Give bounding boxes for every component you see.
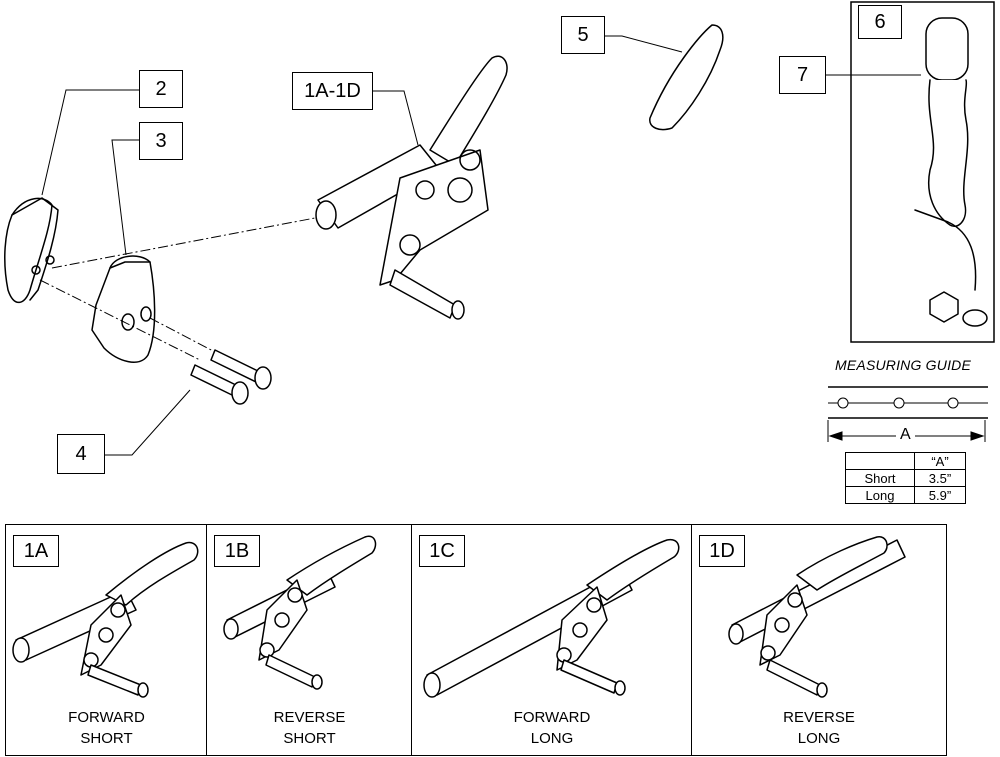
part-5-pad <box>649 24 724 131</box>
variant-id: 1D <box>699 535 745 567</box>
part-6-7-handle <box>914 17 988 327</box>
brake-illustration <box>12 541 199 698</box>
table-row-value: 5.9” <box>914 486 966 504</box>
callout-1a-1d: 1A-1D <box>292 72 373 110</box>
measuring-guide-table: “A” Short 3.5” Long 5.9” <box>845 452 966 504</box>
alignment-line <box>149 317 216 353</box>
variant-id: 1C <box>419 535 465 567</box>
brake-illustration <box>423 538 680 698</box>
dimension-label: A <box>896 426 915 444</box>
brake-illustration <box>223 535 377 690</box>
callout-7: 7 <box>779 56 826 94</box>
table-header-row: “A” <box>845 452 966 470</box>
variant-caption-line1: REVERSE <box>273 709 346 726</box>
variant-caption-line1: FORWARD <box>68 709 145 726</box>
leader-5 <box>605 35 683 53</box>
variant-panel-1a: 1A FORWARD SHORT <box>5 524 208 756</box>
leader-3 <box>111 139 139 256</box>
variant-caption-line2: LONG <box>530 730 574 747</box>
variant-caption-line1: FORWARD <box>513 709 591 726</box>
table-row: Long 5.9” <box>845 486 966 504</box>
table-row-label: Long <box>845 486 915 504</box>
table-row-label: Short <box>845 469 915 487</box>
part-3-clamp-half <box>91 255 156 363</box>
variant-caption: REVERSE LONG <box>692 707 946 749</box>
table-header-cell: “A” <box>914 452 966 470</box>
callout-6: 6 <box>858 5 902 39</box>
variant-panel-1c: 1C FORWARD LONG <box>411 524 693 756</box>
part-1a-1d-brake-assembly <box>315 55 508 320</box>
measuring-guide-bar <box>827 386 988 442</box>
variant-caption-line1: REVERSE <box>783 709 855 726</box>
variant-panel-1d: 1D REVERSE LONG <box>691 524 947 756</box>
callout-2: 2 <box>139 70 183 108</box>
variant-caption: REVERSE SHORT <box>207 707 412 749</box>
brake-illustration <box>728 536 906 698</box>
callout-5: 5 <box>561 16 605 54</box>
table-row: Short 3.5” <box>845 469 966 487</box>
variant-panel-1b: 1B REVERSE SHORT <box>206 524 413 756</box>
callout-4: 4 <box>57 434 105 474</box>
leader-2 <box>41 89 139 196</box>
part-6-box <box>850 1 995 343</box>
leader-1a-1d <box>373 90 419 146</box>
part-4-screws <box>190 349 272 405</box>
variant-id: 1A <box>13 535 59 567</box>
callout-3: 3 <box>139 122 183 160</box>
variant-caption-line2: SHORT <box>80 730 133 747</box>
variant-caption-line2: SHORT <box>283 730 336 747</box>
variant-caption-line2: LONG <box>797 730 841 747</box>
exploded-view-diagram <box>4 1 995 456</box>
variant-id: 1B <box>214 535 260 567</box>
table-corner-cell <box>845 452 915 470</box>
measuring-guide-title: MEASURING GUIDE <box>835 357 972 373</box>
variant-caption: FORWARD LONG <box>412 707 692 749</box>
alignment-line <box>51 217 316 269</box>
table-row-value: 3.5” <box>914 469 966 487</box>
leader-4 <box>105 389 191 456</box>
part-2-clamp-half <box>4 197 59 304</box>
alignment-line <box>39 279 201 361</box>
variant-caption: FORWARD SHORT <box>6 707 207 749</box>
